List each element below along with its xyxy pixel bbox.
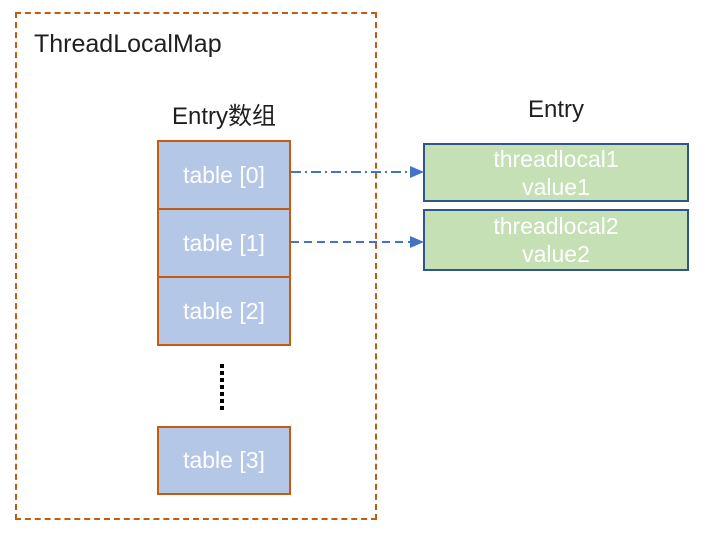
vertical-ellipsis-icon <box>220 364 224 410</box>
threadlocalmap-title: ThreadLocalMap <box>34 30 222 58</box>
entry-label: Entry <box>527 96 584 123</box>
table-cell-1-label: table [1] <box>183 229 265 256</box>
table-cell-0-label: table [0] <box>183 161 265 188</box>
table-cell-3-label: table [3] <box>183 447 265 473</box>
table-cell-1: table [1] <box>157 208 291 278</box>
table-cell-2-label: table [2] <box>183 297 265 324</box>
threadlocalmap-container-box <box>15 12 377 520</box>
entry-box-1: threadlocal1 value1 <box>423 143 689 202</box>
table-cell-3: table [3] <box>157 426 291 495</box>
entry-box-2: threadlocal2 value2 <box>423 209 689 271</box>
table-cell-2: table [2] <box>157 276 291 346</box>
table-cell-0: table [0] <box>157 140 291 210</box>
entry-array-label: Entry数组 <box>171 103 276 130</box>
entry-box-1-key: threadlocal1 <box>493 145 619 172</box>
entry-box-2-key: threadlocal2 <box>493 213 619 239</box>
arrow-table0-to-entry1-icon <box>291 166 424 178</box>
entry-box-1-value: value1 <box>522 173 590 200</box>
entry-box-2-value: value2 <box>522 241 590 267</box>
arrow-table1-to-entry2-icon <box>291 236 424 248</box>
